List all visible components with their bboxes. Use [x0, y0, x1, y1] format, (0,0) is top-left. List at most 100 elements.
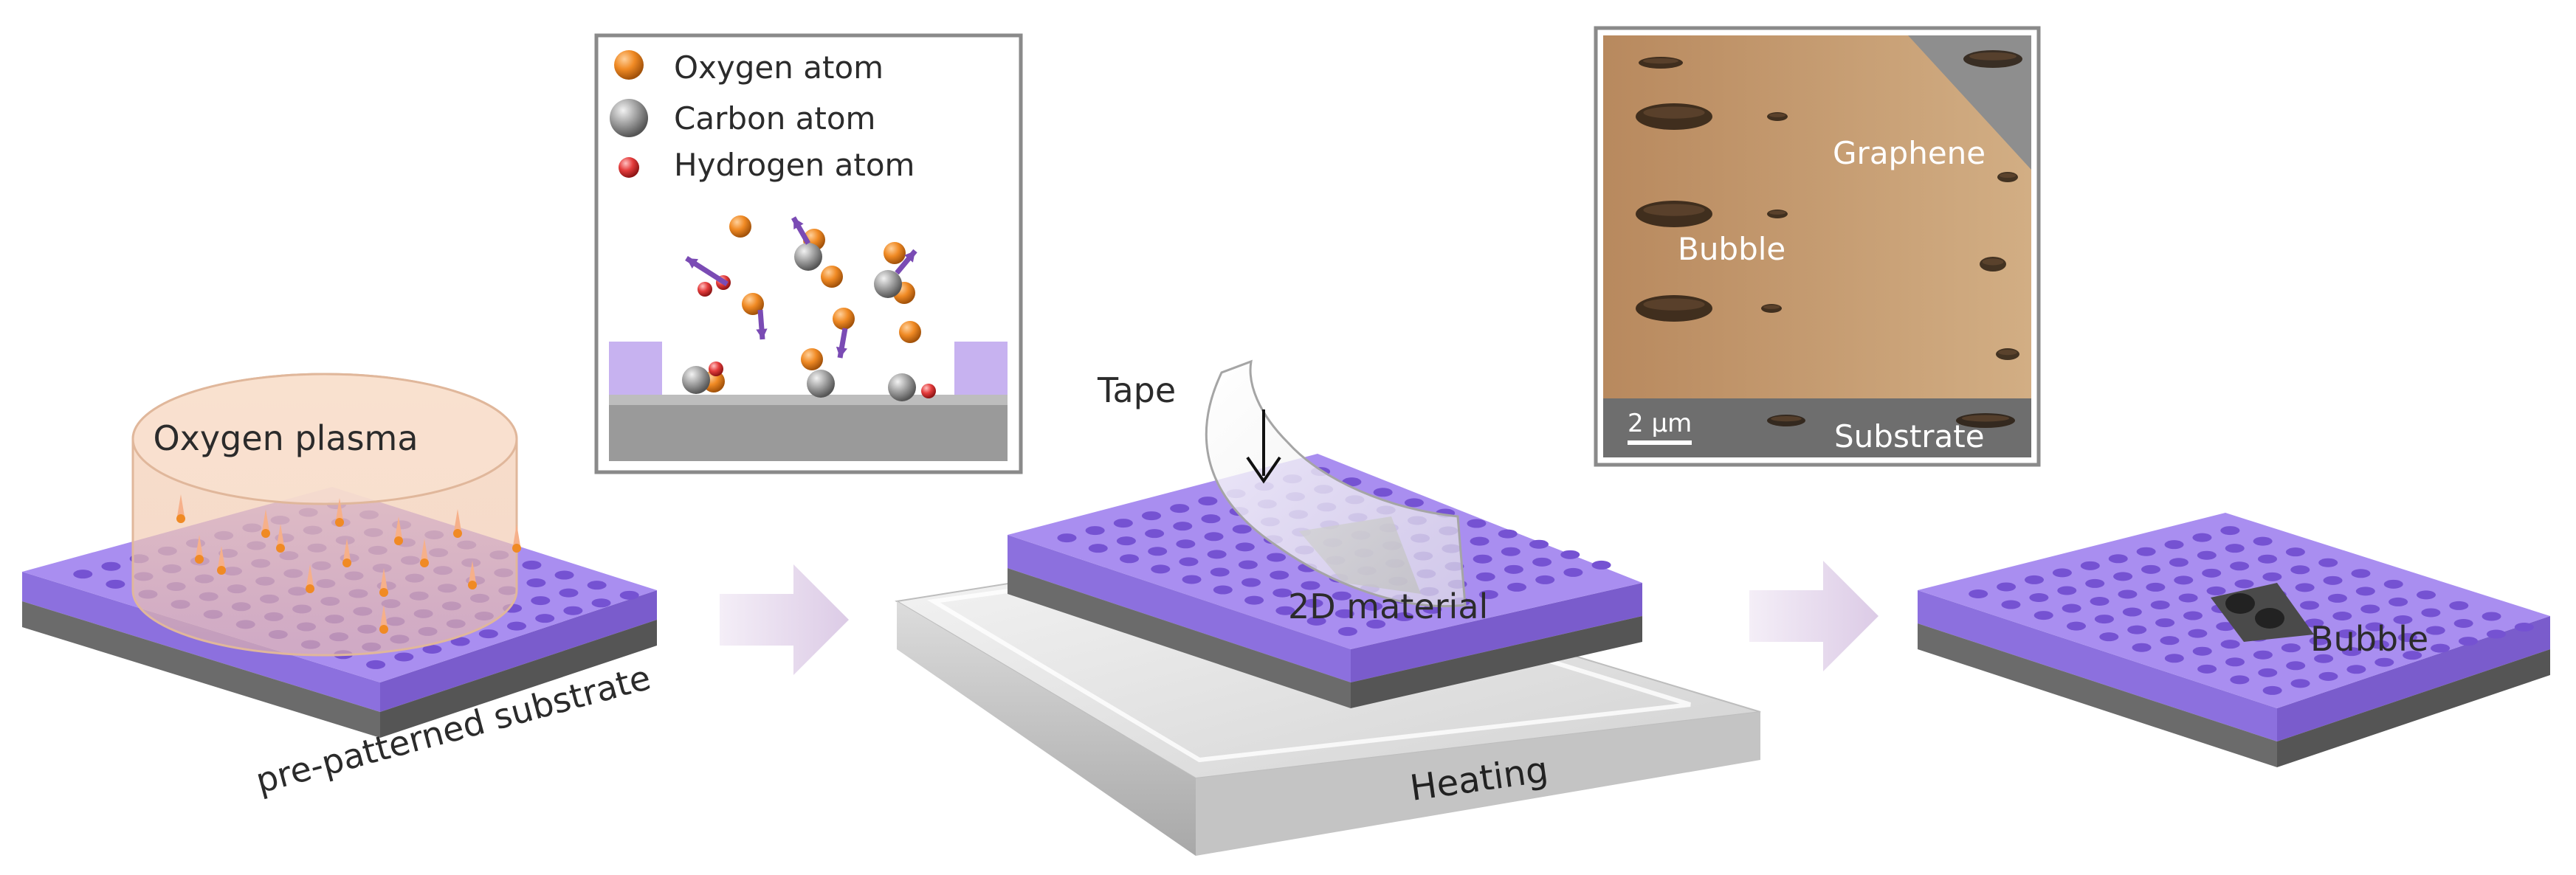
- carbon-atom: [682, 366, 710, 394]
- substrate-hole: [2230, 561, 2250, 571]
- substrate-hole: [1182, 575, 1202, 584]
- plasma-ion-trail: [395, 516, 402, 539]
- substrate-hole: [535, 614, 555, 623]
- substrate-hole: [1591, 560, 1611, 570]
- sem-bubble-rim: [1969, 52, 2017, 60]
- oxygen-atom: [899, 321, 921, 343]
- substrate-hole: [2122, 607, 2142, 617]
- substrate-hole: [2067, 621, 2086, 631]
- substrate-hole: [2183, 611, 2203, 620]
- substrate-hole: [2304, 618, 2324, 628]
- substrate-hole: [2397, 633, 2417, 643]
- substrate-hole: [2449, 601, 2469, 610]
- substrate-hole: [1337, 626, 1357, 636]
- substrate-hole: [2220, 640, 2240, 649]
- substrate-hole: [2360, 604, 2380, 614]
- sem-substrate-strip: [1603, 398, 2031, 457]
- substrate-hole: [478, 629, 498, 639]
- substrate-hole: [1198, 497, 1218, 506]
- substrate-hole: [1085, 526, 1105, 536]
- substrate-hole: [1120, 554, 1139, 564]
- substrate-hole: [2080, 561, 2100, 570]
- substrate-hole: [1272, 588, 1292, 598]
- substrate-hole: [587, 581, 607, 590]
- substrate3-side-left: [1918, 590, 2277, 741]
- substrate-hole: [1204, 532, 1224, 542]
- plasma-ion: [379, 625, 388, 634]
- tape-strip: [1205, 359, 1467, 608]
- substrate-hole: [1142, 511, 1161, 521]
- substrate-hole: [2206, 586, 2226, 595]
- plasma-ion-trail: [469, 561, 476, 583]
- legend-carbon: Carbon atom: [674, 100, 875, 136]
- sem-bubble-rim: [1962, 415, 2009, 422]
- sem-bubble-rim: [1643, 298, 1705, 311]
- plasma-ion-trail: [380, 605, 388, 627]
- plasma-ion-trail: [306, 564, 314, 587]
- plasma-ion: [453, 529, 462, 538]
- substrate-hole: [2486, 629, 2506, 639]
- substrate-hole: [2290, 565, 2310, 575]
- substrate-hole: [2403, 651, 2422, 660]
- substrate-hole: [1113, 519, 1133, 528]
- step1-group: Oxygen plasma pre-patterned substrate: [22, 373, 657, 801]
- sem-substrate-label: Substrate: [1834, 418, 1985, 454]
- substrate-hole: [1235, 542, 1255, 552]
- carbon-atom: [888, 373, 916, 401]
- sem-bubble-rim: [1643, 204, 1705, 216]
- plasma-ion: [195, 555, 204, 564]
- substrate-hole: [2281, 643, 2301, 653]
- substrate-hole: [2295, 583, 2315, 592]
- substrate-hole: [2164, 540, 2184, 550]
- substrate-hole: [1210, 567, 1230, 577]
- carbon-atom: [794, 243, 822, 271]
- bubble-dome-1: [2225, 593, 2255, 614]
- legend-oxygen: Oxygen atom: [674, 49, 884, 86]
- substrate-hole: [1404, 498, 1424, 508]
- substrate-hole: [2141, 564, 2160, 574]
- substrate-hole: [2197, 664, 2217, 674]
- substrate-hole: [1969, 589, 1988, 598]
- substrate-hole: [554, 570, 574, 580]
- substrate-hole: [2127, 625, 2147, 634]
- substrate-hole: [1535, 575, 1555, 584]
- oxygen-atom-icon: [614, 50, 644, 80]
- substrate-hole: [2346, 665, 2366, 674]
- sem-inset: 2 μm Graphene Bubble Substrate: [1594, 26, 2041, 467]
- substrate-hole: [2178, 593, 2198, 603]
- substrate-hole: [2300, 601, 2319, 610]
- sem-bubble-rim: [1771, 416, 1802, 422]
- plasma-label: Oxygen plasma: [153, 418, 418, 458]
- substrate-hole: [526, 578, 546, 587]
- inset-substrate: [609, 395, 1008, 461]
- hydrogen-atom: [921, 384, 936, 398]
- substrate-hole: [2094, 615, 2114, 624]
- substrate3-base-right: [2277, 649, 2550, 767]
- mechanism-inset: Oxygen atom Carbon atom Hydrogen atom: [594, 33, 1023, 474]
- substrate-hole: [1470, 536, 1490, 546]
- substrate-hole: [2155, 618, 2175, 628]
- substrate-hole: [2459, 637, 2478, 646]
- motion-arrow-head: [756, 328, 768, 339]
- step2-group: Tape 2D material Heating: [895, 359, 1761, 856]
- substrate-hole: [563, 606, 583, 615]
- substrate-hole: [2262, 572, 2282, 581]
- press-arrow-head: [1246, 456, 1281, 484]
- substrate-hole: [366, 660, 386, 669]
- substrate2-side-right: [1351, 583, 1642, 682]
- substrate-hole: [2453, 619, 2473, 628]
- substrate3-side-right: [2277, 616, 2550, 741]
- carbon-atom: [807, 370, 835, 398]
- substrate-hole: [2286, 661, 2306, 671]
- plasma-ion-trail: [262, 509, 269, 531]
- substrate-hole: [1201, 514, 1221, 524]
- tape-label: Tape: [1097, 370, 1176, 410]
- sem-bubbles: [1636, 50, 2022, 428]
- substrate-hole: [2258, 668, 2278, 677]
- plasma-ion-trail: [277, 524, 284, 546]
- sem-bubble-rim: [1982, 258, 2004, 266]
- substrate-hole: [1238, 560, 1258, 570]
- substrate-hole: [2482, 612, 2501, 621]
- hydrogen-atom: [709, 362, 723, 376]
